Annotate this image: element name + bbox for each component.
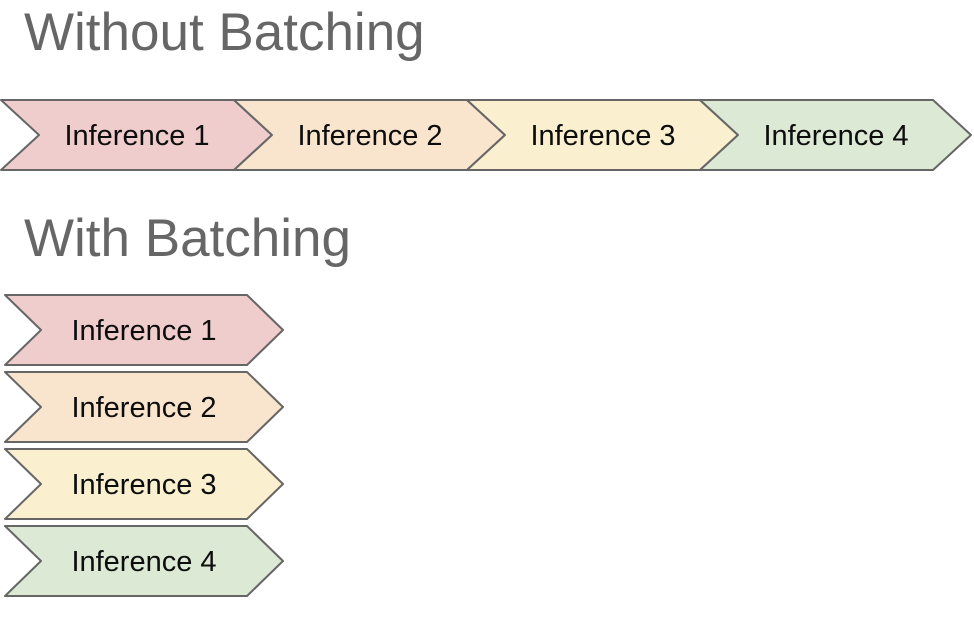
chevron-label: Inference 1 — [64, 120, 209, 152]
chevron-arrow-inference-3 — [4, 448, 284, 520]
chevron-label: Inference 4 — [763, 120, 908, 152]
section-title-with-batching: With Batching — [24, 209, 351, 268]
chevron-label: Inference 2 — [297, 120, 442, 152]
chevron-label: Inference 3 — [71, 469, 216, 501]
chevron-label: Inference 2 — [71, 392, 216, 424]
chevron-label: Inference 4 — [71, 546, 216, 578]
without-batching-arrow-row: Inference 1 Inference 2 Inference 3 Infe… — [0, 99, 972, 171]
chevron-label: Inference 1 — [71, 315, 216, 347]
chevron-label: Inference 3 — [530, 120, 675, 152]
chevron-arrow-inference-4 — [699, 99, 972, 171]
chevron-arrow-inference-4 — [4, 525, 284, 597]
section-title-without-batching: Without Batching — [24, 3, 425, 62]
chevron-arrow-inference-2 — [4, 371, 284, 443]
chevron-arrow-inference-1 — [4, 294, 284, 366]
with-batching-arrow-stack: Inference 1 Inference 2 Inference 3 Infe… — [4, 294, 284, 597]
